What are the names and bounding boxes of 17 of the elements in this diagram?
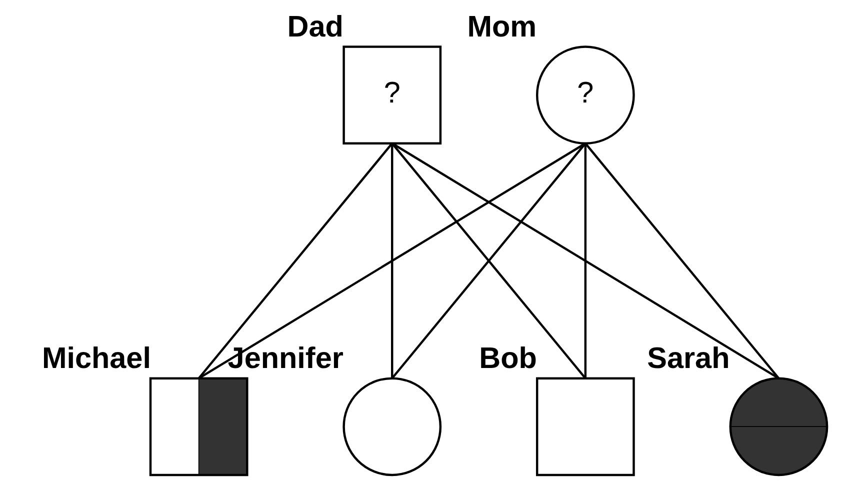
node-label: Dad <box>286 10 343 44</box>
node-circle <box>342 377 442 476</box>
connector <box>584 142 780 380</box>
connector <box>198 142 586 380</box>
connector <box>390 143 393 378</box>
connector <box>197 142 392 380</box>
connector <box>584 143 586 378</box>
node-box <box>535 377 634 476</box>
node-label: Bob <box>478 342 536 375</box>
node-label: Jennifer <box>227 342 343 375</box>
connector <box>390 142 586 380</box>
node-label: Mom <box>466 10 536 44</box>
node-circle: ? <box>535 46 634 144</box>
node-box: ? <box>342 46 442 144</box>
node-label: Sarah <box>646 342 730 375</box>
node-label: Michael <box>41 342 150 375</box>
connector <box>391 142 779 380</box>
